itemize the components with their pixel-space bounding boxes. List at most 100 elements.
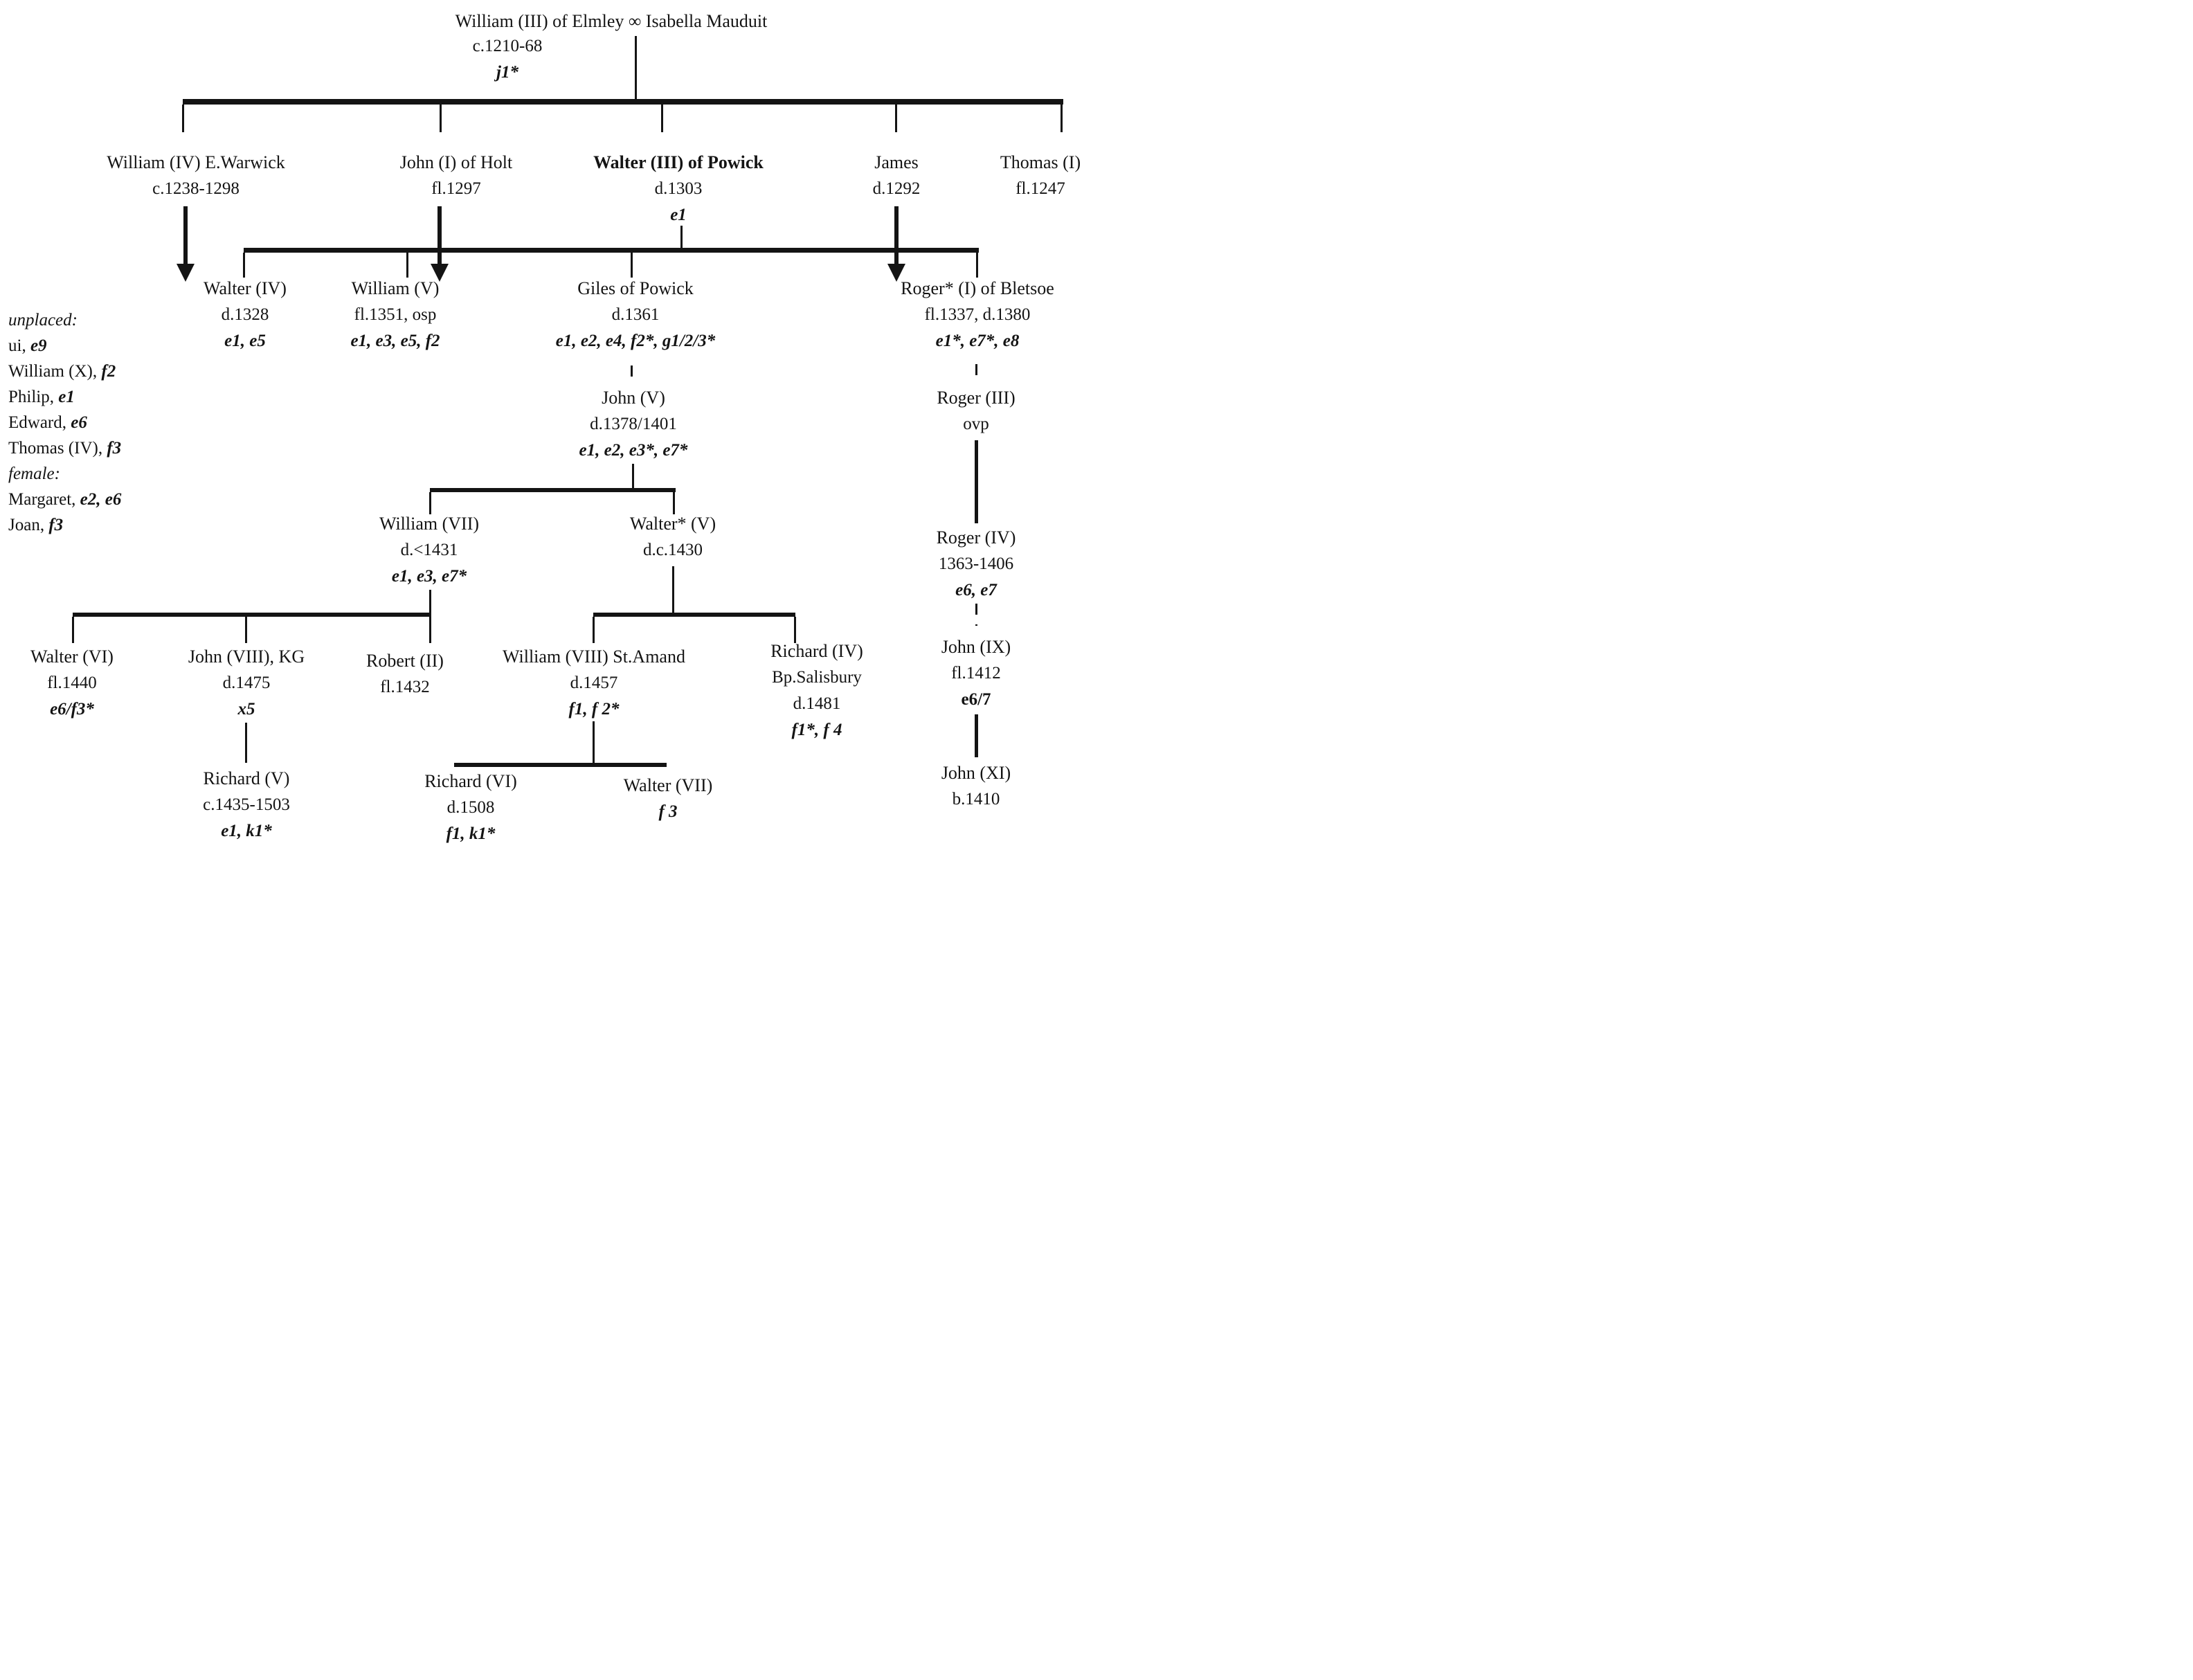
person-richard-iv-bp-salisbury: Richard (IV) Bp.Salisbury d.1481 f1*, f … (720, 638, 914, 743)
connector-drop-giles (631, 253, 633, 278)
connector-drop-walter5 (673, 492, 675, 514)
person-john-v: John (V) d.1378/1401 e1, e2, e3*, e7* (516, 385, 751, 464)
connector-drop-thomas1 (1061, 105, 1063, 132)
person-name: Giles of Powick (577, 278, 694, 298)
person-dates: fl.1247 (1016, 179, 1065, 198)
person-name: John (XI) (941, 763, 1011, 783)
person-robert-ii: Robert (II) fl.1432 (322, 648, 488, 701)
person-dates: d.<1431 (400, 541, 458, 559)
connector-william8-drop (593, 721, 595, 763)
person-dates: d.1303 (654, 179, 703, 198)
person-dates: d.1328 (221, 305, 269, 324)
person-richard-vi: Richard (VI) d.1508 f1, k1* (374, 768, 568, 844)
person-dates: c.1210-68 (472, 37, 543, 55)
connector-drop-james (895, 105, 897, 132)
connector-drop-roger1 (976, 253, 978, 278)
connector-gen1-drop (635, 36, 637, 99)
person-name: John (V) (602, 388, 665, 408)
connector-drop-john8 (245, 617, 247, 643)
connector-sibling-bar-3 (430, 488, 676, 492)
connector-drop-walter3 (661, 105, 663, 132)
person-dates: d.1378/1401 (590, 415, 677, 433)
person-john-xi: John (XI) b.1410 (893, 760, 1059, 813)
person-john-ix: John (IX) fl.1412 e6/7 (893, 634, 1059, 713)
connector-drop-walter6 (72, 617, 74, 643)
connector-drop-william4 (182, 105, 184, 132)
connector-william7-drop (429, 590, 431, 613)
connector-drop-william8 (593, 617, 595, 643)
descent-arrow-james-icon (894, 206, 899, 273)
person-refs: e1*, e7*, e8 (935, 332, 1020, 350)
person-roger-i-bletsoe: Roger* (I) of Bletsoe fl.1337, d.1380 e1… (860, 276, 1095, 354)
connector-sibling-bar-5 (593, 613, 795, 617)
connector-sibling-bar-6 (454, 763, 667, 767)
person-william-vii: William (VII) d.<1431 e1, e3, e7* (325, 511, 533, 590)
legend-item: Joan, f3 (8, 516, 64, 534)
person-dates: d.1508 (446, 798, 495, 817)
person-dates: d.c.1430 (642, 541, 703, 559)
person-refs: e1, e3, e7* (391, 567, 467, 586)
person-dates: c.1238-1298 (152, 179, 240, 198)
person-name: Walter (IV) (204, 278, 287, 298)
person-dates: 1363-1406 (938, 554, 1014, 573)
person-walter-iv: Walter (IV) d.1328 e1, e5 (155, 276, 335, 354)
legend-item: ui, e9 (8, 336, 47, 355)
person-dates: d.1457 (570, 674, 618, 692)
descent-arrow-john1-icon (437, 206, 442, 273)
person-dates: d.1292 (872, 179, 921, 198)
person-refs: e1, e2, e3*, e7* (579, 441, 688, 460)
person-name: Richard (V) (203, 768, 290, 788)
connector-walter5-drop (672, 566, 674, 613)
person-walter-vii: Walter (VII) f 3 (571, 773, 765, 825)
person-refs: e6, e7 (955, 581, 997, 599)
person-refs: j1* (496, 63, 518, 82)
person-william-v: William (V) fl.1351, osp e1, e3, e5, f2 (291, 276, 499, 354)
person-refs: e1, k1* (221, 822, 272, 840)
person-dates: fl.1351, osp (354, 305, 437, 324)
person-refs: f 3 (658, 802, 678, 821)
person-william-iv-warwick: William (IV) E.Warwick c.1238-1298 (78, 150, 314, 202)
person-refs: f1, k1* (446, 824, 496, 843)
person-refs: f1*, f 4 (791, 721, 842, 739)
person-william-iii-details: c.1210-68 j1* (404, 33, 611, 86)
person-john-viii-kg: John (VIII), KG d.1475 x5 (143, 644, 350, 723)
person-name: Richard (IV) (770, 641, 863, 661)
legend-item: Edward, e6 (8, 413, 87, 432)
person-roger-iv: Roger (IV) 1363-1406 e6, e7 (886, 525, 1066, 604)
person-john-i-holt: John (I) of Holt fl.1297 (352, 150, 560, 202)
person-walter-vi: Walter (VI) fl.1440 e6/f3* (3, 644, 141, 723)
person-dates: b.1410 (952, 790, 1000, 809)
person-thomas-i: Thomas (I) fl.1247 (964, 150, 1096, 202)
person-refs: e6/7 (961, 690, 991, 709)
person-walter-v: Walter* (V) d.c.1430 (576, 511, 770, 563)
person-refs: e6/f3* (50, 700, 94, 719)
connector-roger3-roger4 (975, 440, 978, 523)
connector-roger4-john9-dashed (975, 604, 977, 626)
person-dates: fl.1440 (47, 674, 97, 692)
person-dates: ovp (963, 415, 989, 433)
person-name: John (I) of Holt (399, 152, 513, 172)
person-dates: d.1475 (222, 674, 271, 692)
person-name: John (VIII), KG (188, 647, 305, 667)
person-refs: e1, e5 (224, 332, 266, 350)
legend-item: Philip, e1 (8, 388, 75, 406)
connector-drop-william7 (429, 492, 431, 514)
person-name: Walter (VI) (30, 647, 114, 667)
connector-drop-robert2 (429, 617, 431, 643)
person-name: Thomas (I) (1000, 152, 1081, 172)
person-william-iii-elmley: William (III) of Elmley ∞ Isabella Maudu… (404, 8, 819, 35)
person-dates: fl.1412 (951, 664, 1001, 683)
person-william-viii-st-amand: William (VIII) St.Amand d.1457 f1, f 2* (435, 644, 753, 723)
connector-john9-john11 (975, 714, 978, 757)
person-name: Roger (IV) (936, 527, 1016, 548)
connector-sibling-bar-4 (73, 613, 431, 617)
connector-drop-william5 (406, 253, 408, 278)
person-dates: d.1481 (793, 694, 841, 713)
connector-sibling-bar-2 (244, 248, 979, 253)
person-refs: f1, f 2* (568, 700, 620, 719)
person-dates: fl.1297 (431, 179, 481, 198)
legend-header-female: female: (8, 464, 60, 483)
person-name: Robert (II) (366, 651, 444, 671)
person-giles-of-powick: Giles of Powick d.1361 e1, e2, e4, f2*, … (476, 276, 795, 354)
person-dates: c.1435-1503 (203, 795, 290, 814)
